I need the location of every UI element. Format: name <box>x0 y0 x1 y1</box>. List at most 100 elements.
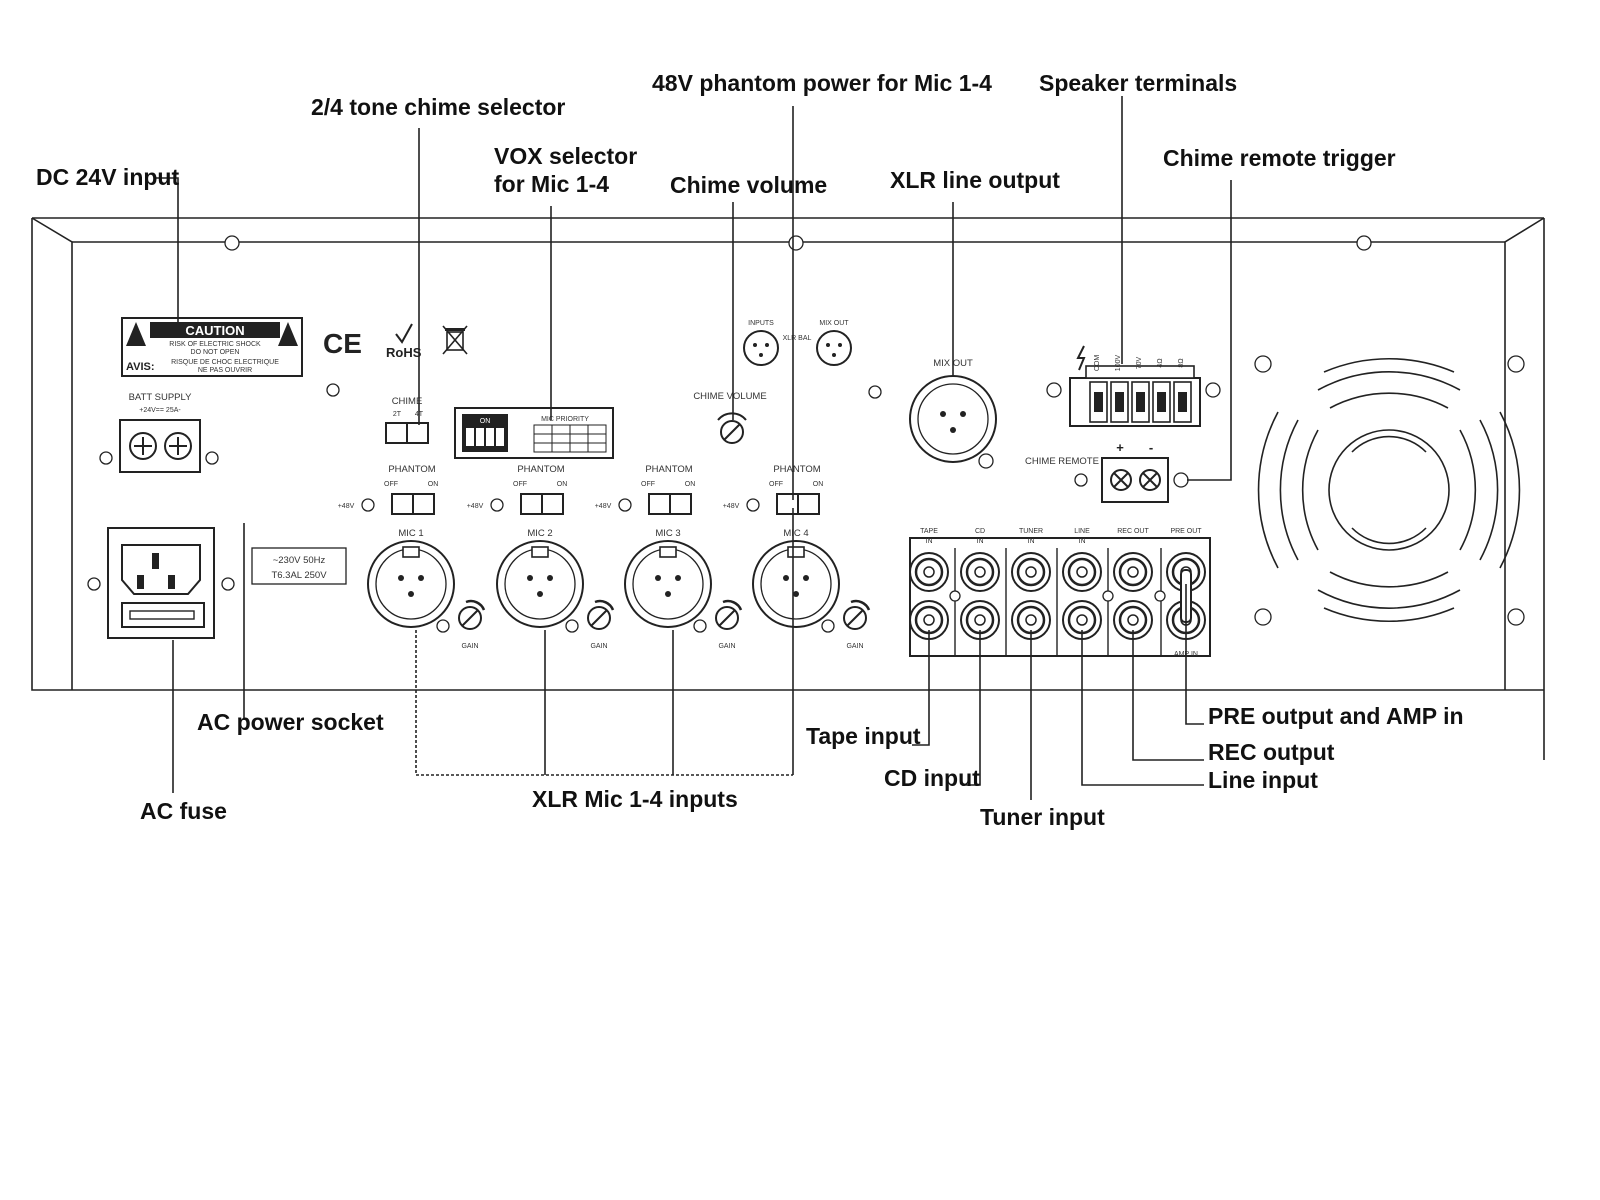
batt-supply-terminal: BATT SUPPLY +24V== 25A- <box>99 392 219 473</box>
gain-label: GAIN <box>590 643 607 650</box>
top-rail-screws <box>224 235 1372 251</box>
speaker-tap-label: 100V <box>1115 355 1122 372</box>
vox-dip-switch: ON MIC PRIORITY <box>454 407 614 459</box>
mic-label: MIC 4 <box>783 528 808 539</box>
rca-pair-2: CD IN <box>954 528 1000 656</box>
tuner-input-callout: Tuner input <box>980 804 1105 830</box>
phantom-led <box>361 498 375 512</box>
phantom-on-label: ON <box>685 481 696 488</box>
rohs-mark: RoHS <box>386 345 422 360</box>
chime-selector-switch: CHIME 2T 4T <box>326 383 429 444</box>
chime-2t-label: 2T <box>393 411 402 418</box>
avis-sub1: RISQUE DE CHOC ELECTRIQUE <box>171 359 279 366</box>
mains-spec-line1: ~230V 50Hz <box>273 555 326 566</box>
batt-spec-label: +24V== 25A- <box>139 407 181 414</box>
phantom-label: PHANTOM <box>645 464 692 475</box>
phantom-on-label: ON <box>557 481 568 488</box>
ce-mark: CE <box>323 328 362 359</box>
chime-remote-trigger-callout: Chime remote trigger <box>1163 145 1396 171</box>
rca-label-line1: LINE <box>1074 528 1090 535</box>
vox-selector-callout-line2: for Mic 1-4 <box>494 171 609 197</box>
pre-output-amp-in-callout: PRE output and AMP in <box>1208 703 1464 729</box>
aux-xlr-jacks: INPUTS MIX OUT XLR BAL <box>743 320 852 366</box>
chime-volume-pot: CHIME VOLUME <box>693 385 882 444</box>
rca-label-line2: IN <box>1028 538 1035 545</box>
phantom-off-label: OFF <box>384 481 398 488</box>
tape-input-callout: Tape input <box>806 723 921 749</box>
xlr-line-output-callout: XLR line output <box>890 167 1060 193</box>
chime-label: CHIME <box>392 396 423 407</box>
avis-text: AVIS: <box>126 361 155 373</box>
chime-remote-plus: + <box>1116 440 1124 455</box>
plus48v-label: +48V <box>595 503 612 510</box>
phantom-label: PHANTOM <box>773 464 820 475</box>
plus48v-label: +48V <box>467 503 484 510</box>
phantom-off-label: OFF <box>769 481 783 488</box>
leader-lines <box>156 96 1232 800</box>
chime-remote-minus: - <box>1149 440 1153 455</box>
certification-marks: CE RoHS <box>323 323 468 360</box>
rca-label-line2: IN <box>1079 538 1086 545</box>
mic-label: MIC 2 <box>527 528 552 539</box>
caution-sub1: RISK OF ELECTRIC SHOCK <box>169 341 261 348</box>
mic-channel-2: PHANTOM OFF ON +48V MIC 2 GAIN <box>467 464 615 650</box>
rca-pair-3: TUNER IN <box>1005 528 1051 656</box>
mic-channel-4: PHANTOM OFF ON +48V MIC 4 GAIN <box>723 464 871 650</box>
mix-out-small-label: MIX OUT <box>819 320 849 327</box>
rca-label-line2: IN <box>977 538 984 545</box>
rohs-check-icon <box>395 323 413 344</box>
gain-label: GAIN <box>846 643 863 650</box>
chime-volume-callout: Chime volume <box>670 172 827 198</box>
avis-sub2: NE PAS OUVRIR <box>198 367 252 374</box>
ac-fuse-holder <box>121 602 205 628</box>
plus48v-label: +48V <box>723 503 740 510</box>
rca-label-line2: IN <box>926 538 933 545</box>
chime-remote-label: CHIME REMOTE <box>1025 456 1099 467</box>
gain-label: GAIN <box>718 643 735 650</box>
phantom-off-label: OFF <box>513 481 527 488</box>
ac-fuse-callout: AC fuse <box>140 798 227 824</box>
mic-label: MIC 1 <box>398 528 423 539</box>
rca-label-line1: TUNER <box>1019 528 1043 535</box>
phantom-label: PHANTOM <box>517 464 564 475</box>
caution-text: CAUTION <box>185 323 244 338</box>
weee-bin-icon <box>442 325 468 355</box>
dc-24v-input-callout: DC 24V input <box>36 164 179 190</box>
rec-output-callout: REC output <box>1208 739 1335 765</box>
mic-priority-label: MIC PRIORITY <box>541 416 589 423</box>
mains-spec-label: ~230V 50Hz T6.3AL 250V <box>251 547 347 585</box>
phantom-label: PHANTOM <box>388 464 435 475</box>
xlr-mic-inputs-callout: XLR Mic 1-4 inputs <box>532 786 738 812</box>
phantom-on-label: ON <box>428 481 439 488</box>
plus48v-label: +48V <box>338 503 355 510</box>
rca-label-line1: CD <box>975 528 985 535</box>
line-input-callout: Line input <box>1208 767 1318 793</box>
xlr-line-output-jack: MIX OUT <box>909 358 997 469</box>
inputs-label: INPUTS <box>748 320 774 327</box>
caution-label: CAUTION RISK OF ELECTRIC SHOCK DO NOT OP… <box>121 317 303 377</box>
rca-pair-4: LINE IN <box>1056 528 1102 656</box>
phantom-led <box>490 498 504 512</box>
vox-selector-callout-line1: VOX selector <box>494 143 637 169</box>
rca-label-line1: REC OUT <box>1117 528 1149 535</box>
chime-remote-terminal: CHIME REMOTE + - <box>1025 440 1189 503</box>
chime-volume-label: CHIME VOLUME <box>693 391 766 402</box>
speaker-tap-label: COM <box>1094 355 1101 372</box>
caution-sub2: DO NOT OPEN <box>191 349 240 356</box>
speaker-terminals-callout: Speaker terminals <box>1039 70 1237 96</box>
mains-spec-line2: T6.3AL 250V <box>271 570 327 581</box>
mic-section: PHANTOM OFF ON +48V MIC 1 GAIN PHANTOM OFF ON +48… <box>338 464 871 650</box>
fan-grille <box>1254 355 1525 626</box>
speaker-tap-label: 4Ω <box>1157 358 1164 367</box>
batt-supply-label: BATT SUPPLY <box>129 392 192 403</box>
phantom-on-label: ON <box>813 481 824 488</box>
speaker-tap-label: 70V <box>1136 356 1143 369</box>
phantom-led <box>746 498 760 512</box>
mic-label: MIC 3 <box>655 528 680 539</box>
rca-label-line1: TAPE <box>920 528 938 535</box>
ac-power-socket-callout: AC power socket <box>197 709 384 735</box>
